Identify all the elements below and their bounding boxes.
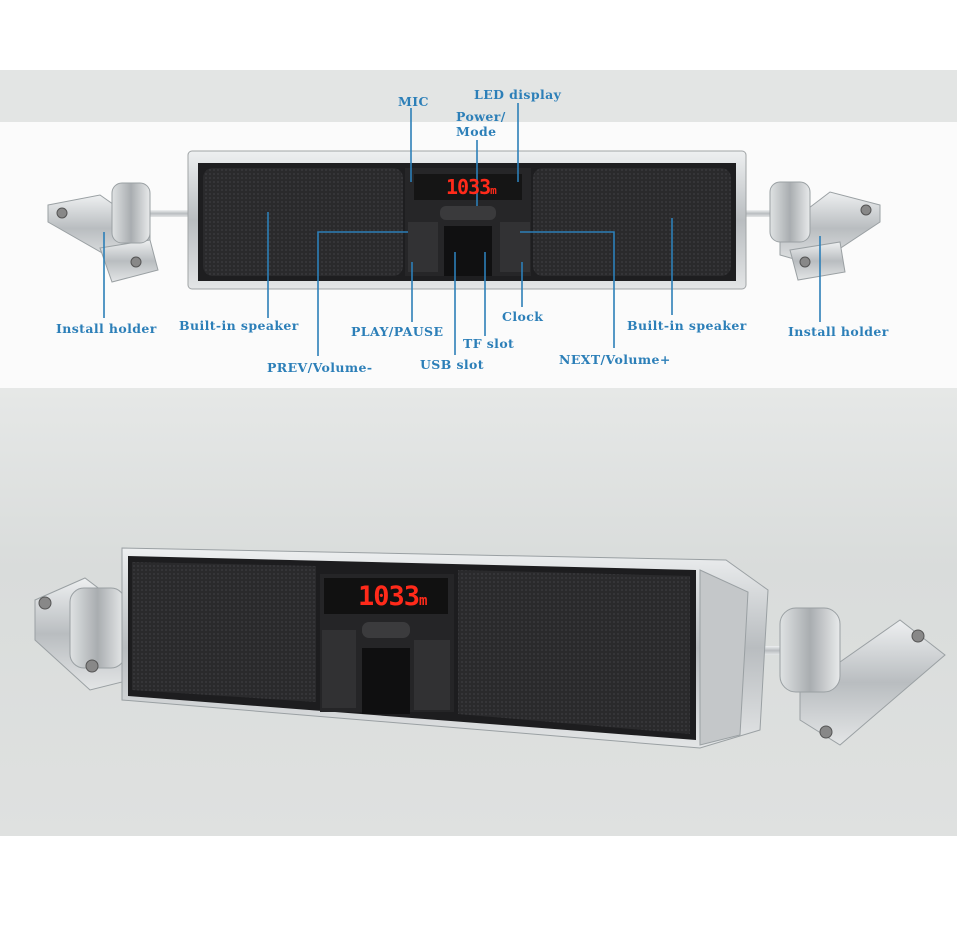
install-holder-left-top xyxy=(47,182,195,283)
label-usb-slot: USB slot xyxy=(420,357,484,372)
speaker-body-top xyxy=(187,150,747,290)
prev-button-bottom xyxy=(322,630,356,708)
led-digits-bottom: 1033 xyxy=(358,581,420,612)
speaker-grille-right-bottom xyxy=(458,570,690,734)
led-unit-bottom: m xyxy=(419,593,428,609)
slot-cover-bottom xyxy=(362,648,410,714)
led-digits-top: 1033 xyxy=(446,175,491,199)
speaker-grille-left-bottom xyxy=(132,562,316,702)
label-mic: MIC xyxy=(398,94,429,109)
top-backdrop-strip xyxy=(0,70,957,122)
speaker-grille-left-top xyxy=(203,168,403,276)
label-builtin-speaker-right: Built-in speaker xyxy=(627,318,747,333)
label-builtin-speaker-left: Built-in speaker xyxy=(179,318,299,333)
prev-button-top xyxy=(408,222,438,272)
next-button-top xyxy=(500,222,530,272)
install-holder-right-top xyxy=(740,181,881,281)
led-readout-bottom: 1033m xyxy=(358,582,448,612)
label-led-display: LED display xyxy=(474,87,562,102)
slot-cover-top xyxy=(444,226,492,276)
speaker-grille-right-top xyxy=(533,168,731,276)
label-next-volume: NEXT/Volume+ xyxy=(559,352,671,367)
power-mode-button-bottom xyxy=(362,622,410,638)
footer-backdrop xyxy=(0,836,957,936)
label-power-mode-line1: Power/ xyxy=(456,109,506,124)
led-display-bottom xyxy=(324,578,448,614)
label-install-holder-left: Install holder xyxy=(56,321,157,336)
speaker-body-bottom xyxy=(121,547,769,749)
power-mode-button-top xyxy=(440,206,496,220)
led-unit-top: m xyxy=(490,184,497,197)
led-display-top xyxy=(414,174,522,200)
next-button-bottom xyxy=(414,640,450,710)
label-tf-slot: TF slot xyxy=(463,336,515,351)
label-power-mode-line2: Mode xyxy=(456,124,497,139)
callout-lines xyxy=(103,103,821,356)
label-clock: Clock xyxy=(502,309,544,324)
led-readout-top: 1033m xyxy=(446,176,522,198)
label-prev-volume: PREV/Volume- xyxy=(267,360,373,375)
label-install-holder-right: Install holder xyxy=(788,324,889,339)
label-play-pause: PLAY/PAUSE xyxy=(351,324,444,339)
install-holder-left-bottom xyxy=(34,577,131,691)
